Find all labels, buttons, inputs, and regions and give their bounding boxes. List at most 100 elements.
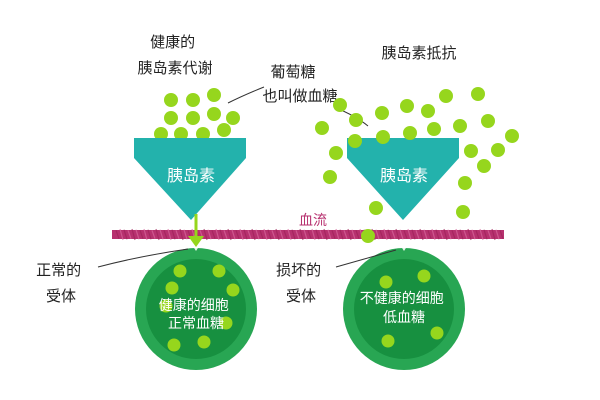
blood-stream-stroke	[295, 230, 300, 239]
glucose-molecule	[376, 130, 390, 144]
blood-stream-stroke	[379, 230, 384, 239]
glucose-molecule	[333, 98, 347, 112]
glucose-cluster-right	[315, 87, 519, 243]
blood-stream-stroke	[463, 230, 468, 239]
cell-glucose-molecule	[219, 316, 233, 330]
blood-stream-stroke	[427, 230, 432, 239]
blood-stream-stroke	[243, 229, 248, 240]
blood-stream-stroke	[207, 229, 212, 240]
cell-glucose-molecule	[430, 326, 444, 340]
damaged-receptor-pointer	[335, 249, 397, 268]
blood-stream-stroke	[211, 230, 216, 239]
blood-stream-stroke	[387, 229, 392, 240]
blood-stream-stroke	[315, 229, 320, 240]
glucose-molecule	[174, 127, 188, 141]
blood-stream-stroke	[479, 228, 484, 241]
blood-stream-stroke	[351, 229, 356, 240]
blood-stream-stroke	[183, 229, 188, 240]
cell-glucose-molecule	[226, 283, 240, 297]
blood-stream-stroke	[255, 229, 260, 240]
glucose-molecule	[207, 107, 221, 121]
insulin-arrow-head	[188, 236, 204, 247]
blood-stream-stroke	[383, 228, 388, 241]
glucose-molecule	[491, 143, 505, 157]
unhealthy-cell-interior	[354, 259, 454, 359]
blood-stream-stroke	[347, 228, 352, 241]
glucose-molecule	[403, 126, 417, 140]
blood-stream-stroke	[439, 230, 444, 239]
resistance-title: 胰岛素抵抗	[381, 44, 456, 62]
blood-stream-stroke	[407, 228, 412, 241]
glucose-molecule	[207, 88, 221, 102]
glucose-label-line-1: 葡萄糖	[270, 63, 315, 81]
blood-stream-stroke	[459, 229, 464, 240]
insulin-label-right: 胰岛素	[380, 166, 428, 185]
blood-stream-stroke	[159, 229, 164, 240]
blood-stream-stroke	[239, 228, 244, 241]
blood-stream-stroke	[151, 230, 156, 239]
unhealthy-cell-label-line-1: 不健康的细胞	[360, 290, 444, 307]
glucose-molecule	[427, 122, 441, 136]
glucose-molecule	[481, 114, 495, 128]
blood-stream-stroke	[327, 229, 332, 240]
unhealthy-cell: 不健康的细胞 低血糖	[343, 248, 465, 370]
blood-stream-stroke	[167, 228, 172, 241]
blood-stream-stroke	[247, 230, 252, 239]
blood-stream-stroke	[131, 228, 136, 241]
glucose-label-line-2: 也叫做血糖	[262, 87, 337, 105]
glucose-molecule	[456, 205, 470, 219]
normal-receptor-label: 正常的 受体	[36, 261, 86, 305]
healthy-cell-glucose	[159, 264, 240, 352]
blood-stream-stroke	[343, 230, 348, 239]
blood-stream-stroke	[467, 228, 472, 241]
glucose-molecule	[439, 89, 453, 103]
glucose-molecule	[186, 93, 200, 107]
glucose-molecule	[164, 111, 178, 125]
blood-stream-stroke	[399, 229, 404, 240]
cell-glucose-molecule	[379, 275, 393, 289]
blood-stream-stroke	[179, 228, 184, 241]
glucose-molecule	[477, 159, 491, 173]
blood-stream-stroke	[323, 228, 328, 241]
blood-stream-stroke	[143, 228, 148, 241]
insulin-molecule-right	[347, 138, 459, 220]
blood-stream-stroke	[339, 229, 344, 240]
blood-stream-stroke	[331, 230, 336, 239]
glucose-molecule	[349, 113, 363, 127]
insulin-arrow	[188, 214, 204, 247]
glucose-molecule	[329, 146, 343, 160]
healthy-cell-label-line-1: 健康的细胞	[159, 297, 229, 314]
blood-stream-stroke	[355, 230, 360, 239]
glucose-molecule	[369, 201, 383, 215]
blood-stream-stroke	[495, 229, 500, 240]
cell-glucose-molecule	[212, 264, 226, 278]
blood-stream-stroke	[163, 230, 168, 239]
healthy-panel: 健康的 胰岛素代谢 胰岛素 健康的细胞 正常血糖	[36, 33, 257, 370]
blood-stream-stroke	[147, 229, 152, 240]
glucose-molecule	[226, 111, 240, 125]
insulin-label-left: 胰岛素	[167, 166, 215, 185]
blood-stream-stroke	[487, 230, 492, 239]
blood-stream-stroke	[455, 228, 460, 241]
blood-stream-stroke	[215, 228, 220, 241]
glucose-molecule	[471, 87, 485, 101]
blood-stream-stroke	[259, 230, 264, 239]
blood-stream-stroke	[419, 228, 424, 241]
blood-stream-stroke	[251, 228, 256, 241]
normal-receptor-pointer	[97, 248, 189, 268]
blood-stream-stroke	[267, 229, 272, 240]
blood-stream-stroke	[127, 230, 132, 239]
blood-stream-stroke	[155, 228, 160, 241]
cell-glucose-molecule	[197, 335, 211, 349]
resistance-panel: 胰岛素抵抗 胰岛素 不健康的细胞 低血糖 损坏的 受体	[276, 44, 519, 370]
blood-stream-stroke	[119, 228, 124, 241]
normal-receptor-label-line-2: 受体	[46, 287, 76, 305]
blood-stream-stroke	[231, 229, 236, 240]
glucose-molecule	[464, 144, 478, 158]
blood-stream-stroke	[219, 229, 224, 240]
cell-glucose-molecule	[417, 269, 431, 283]
healthy-title: 健康的 胰岛素代谢	[137, 33, 212, 77]
blood-stream-label: 血流	[299, 213, 327, 229]
healthy-cell: 健康的细胞 正常血糖	[135, 248, 257, 370]
blood-stream-stroke	[471, 229, 476, 240]
